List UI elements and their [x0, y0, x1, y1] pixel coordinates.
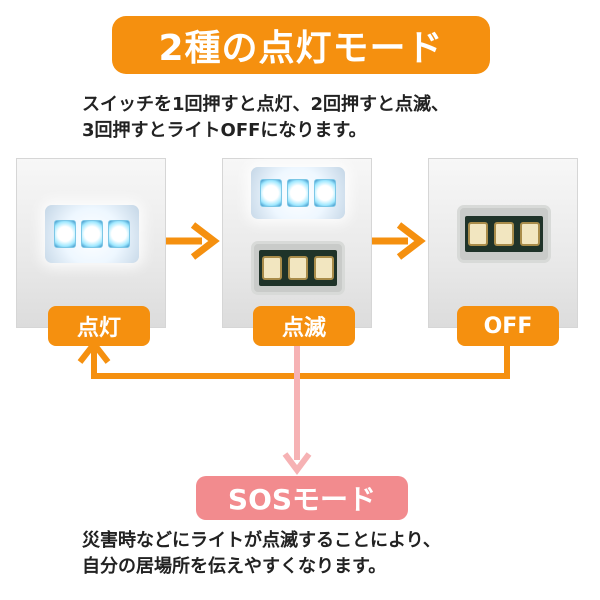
mode-label-off: OFF	[457, 306, 559, 346]
led-unlit	[520, 222, 540, 246]
light-window-on	[45, 205, 139, 263]
led-unlit	[494, 222, 514, 246]
led-lit	[314, 179, 336, 207]
description-line-1: スイッチを1回押すと点灯、2回押すと点滅、	[82, 94, 450, 115]
mode-label-blink-text: 点滅	[281, 316, 326, 341]
led-lit	[108, 220, 130, 248]
led-unlit	[468, 222, 488, 246]
mode-label-off-text: OFF	[483, 313, 533, 339]
sos-mode-label: SOSモード	[227, 483, 377, 516]
arrow-blink-to-off	[372, 222, 426, 260]
device-on-photo	[16, 158, 166, 328]
sos-description: 災害時などにライトが点滅することにより、 自分の居場所を伝えやすくなります。	[82, 528, 562, 580]
mode-label-blink: 点滅	[253, 306, 355, 346]
led-lit	[54, 220, 76, 248]
led-unlit	[262, 256, 282, 280]
arrow-off-to-on-loop	[77, 339, 510, 379]
light-window-blink-on	[251, 167, 345, 219]
led-lit	[260, 179, 282, 207]
description-line-2: 3回押すとライトOFFになります。	[82, 120, 367, 141]
led-unlit	[314, 256, 334, 280]
arrow-blink-to-sos	[282, 346, 312, 475]
mode-description: スイッチを1回押すと点灯、2回押すと点滅、 3回押すとライトOFFになります。	[82, 92, 562, 144]
sos-mode-banner: SOSモード	[196, 476, 408, 520]
sos-description-line-1: 災害時などにライトが点滅することにより、	[82, 530, 441, 551]
led-lit	[81, 220, 103, 248]
mode-label-on: 点灯	[48, 306, 150, 346]
light-window-off	[457, 205, 551, 263]
sos-description-line-2: 自分の居場所を伝えやすくなります。	[82, 556, 387, 577]
arrow-on-to-blink	[166, 222, 220, 260]
title-banner: 2種の点灯モード	[112, 16, 490, 74]
light-window-blink-off	[251, 241, 345, 295]
device-blink-photo	[222, 158, 372, 328]
device-off-photo	[428, 158, 578, 328]
mode-label-on-text: 点灯	[76, 316, 121, 341]
page-title: 2種の点灯モード	[158, 28, 444, 69]
led-unlit	[288, 256, 308, 280]
led-lit	[287, 179, 309, 207]
